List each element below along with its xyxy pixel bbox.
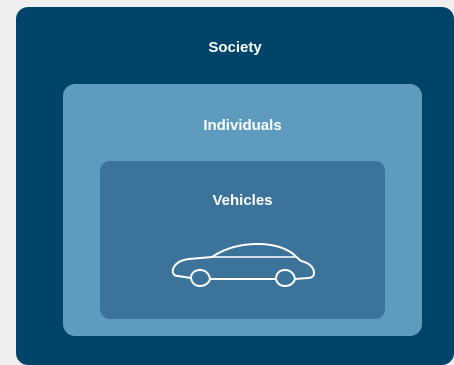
vehicles-label: Vehicles — [212, 192, 273, 209]
individuals-box: Individuals Vehicles — [63, 84, 422, 336]
society-box: Society Individuals Vehicles — [16, 7, 454, 365]
vehicles-box: Vehicles — [100, 161, 385, 319]
car-icon — [171, 243, 315, 288]
individuals-label: Individuals — [203, 117, 282, 134]
society-label: Society — [208, 39, 262, 56]
